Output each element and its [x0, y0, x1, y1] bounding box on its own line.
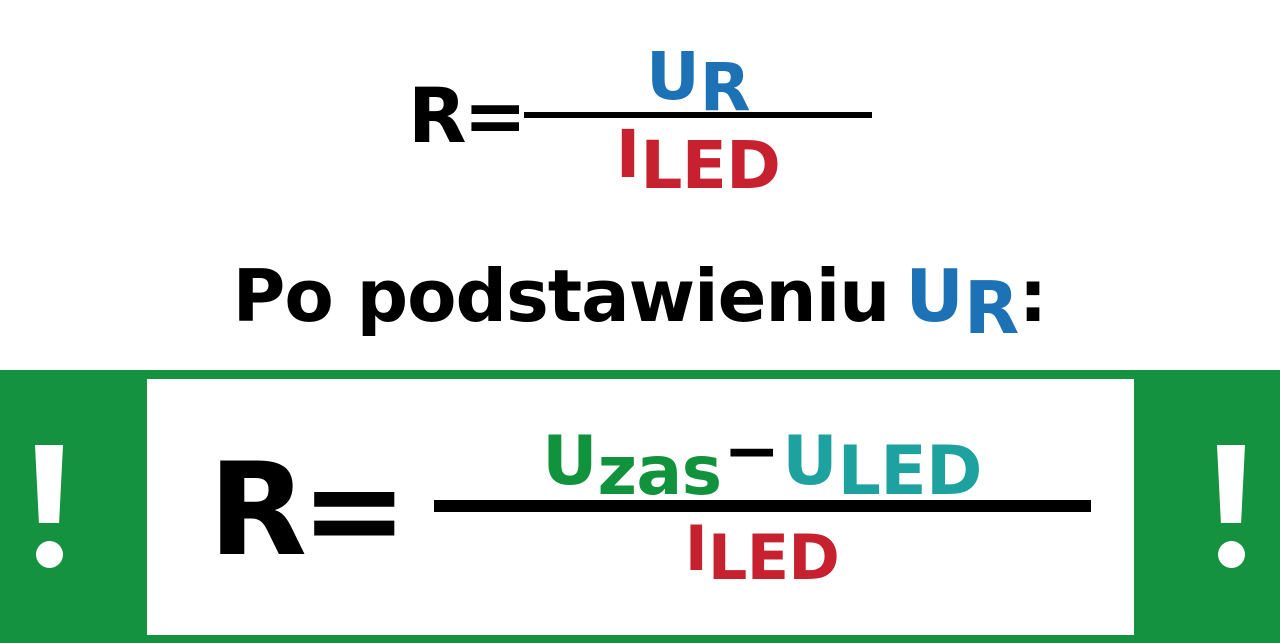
exclamation-bar-right [1217, 445, 1245, 523]
numerator-term2-symbol-u: U [782, 421, 838, 501]
numerator-term1-symbol-u: U [542, 421, 598, 501]
exclamation-dot-right [1217, 541, 1245, 568]
numerator-symbol-u: U [646, 38, 700, 115]
banner-formula-lhs: R= [208, 435, 408, 585]
exclamation-bar-left [35, 445, 63, 523]
denominator-subscript-led: LED [640, 126, 781, 204]
numerator-subscript-r: R [699, 48, 751, 126]
caption-colon: : [1018, 254, 1048, 338]
denominator-symbol-i: I [615, 116, 641, 193]
caption-variable-u: U [905, 254, 964, 338]
exclamation-icon-right [1182, 370, 1280, 643]
exclamation-dot-left [35, 541, 63, 568]
exclamation-icon-left [0, 370, 98, 643]
top-formula-fraction-bar [524, 112, 873, 118]
banner-denominator-symbol-i: I [684, 511, 708, 585]
banner-formula-fraction-bar [433, 499, 1091, 512]
caption-variable-subscript-r: R [963, 265, 1019, 350]
banner-denominator-subscript-led: LED [707, 521, 840, 595]
numerator-minus-operator: − [723, 411, 781, 491]
caption-text: Po podstawieniu [232, 254, 891, 338]
numerator-term2-subscript-led: LED [837, 432, 983, 512]
top-formula-lhs: R= [407, 71, 527, 160]
numerator-term1-subscript-zas: zas [597, 432, 722, 512]
